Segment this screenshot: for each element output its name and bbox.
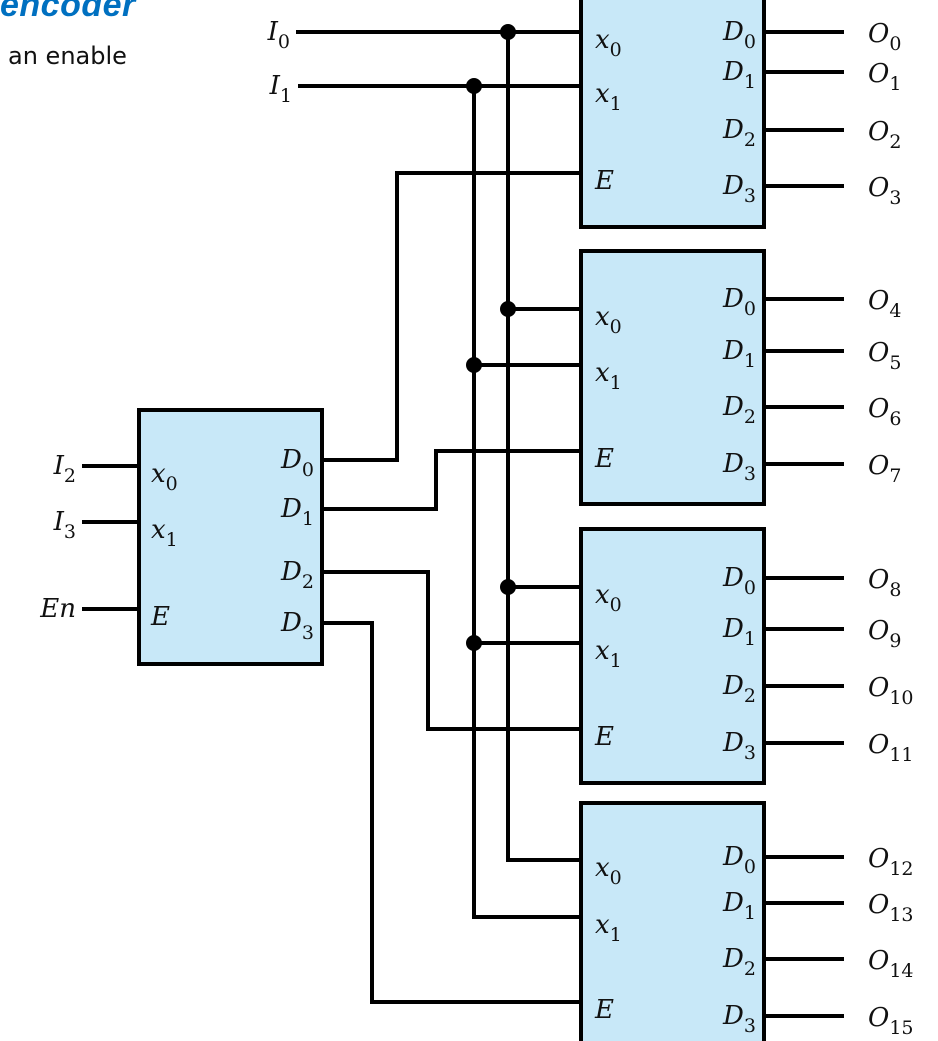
pin-label: x0 (595, 25, 622, 61)
pin-label: x0 (595, 302, 622, 338)
pin-label: x1 (595, 358, 622, 394)
pin-label: E (594, 166, 614, 196)
enable-wire-3 (320, 621, 583, 1004)
junction-dot (500, 301, 516, 317)
enable-wire-0 (320, 171, 583, 462)
junction-dot (466, 635, 482, 651)
output-label: O10 (868, 673, 914, 709)
output-label: O13 (868, 890, 914, 926)
output-label: O6 (868, 394, 901, 430)
pin-label: D3 (722, 449, 756, 485)
pin-label: D2 (722, 944, 756, 980)
pin-label: D2 (722, 671, 756, 707)
enable-wire-1 (320, 449, 583, 511)
pin-label: D1 (722, 614, 756, 650)
pin-label: E (594, 444, 614, 474)
output-label: O11 (868, 730, 914, 766)
input-label: I3 (53, 507, 76, 543)
junction-dot (500, 579, 516, 595)
output-label: O7 (868, 451, 901, 487)
pin-label: E (594, 995, 614, 1025)
pin-label: D0 (280, 445, 314, 481)
input-label: I0 (267, 17, 290, 53)
junction-dot (500, 24, 516, 40)
pin-label: E (150, 602, 170, 632)
pin-label: D0 (722, 842, 756, 878)
pin-label: D1 (722, 336, 756, 372)
input-label: En (39, 594, 76, 624)
output-label: O9 (868, 616, 901, 652)
pin-label: D2 (722, 115, 756, 151)
pin-label: D0 (722, 17, 756, 53)
pin-label: D1 (280, 494, 314, 530)
pin-label: x1 (595, 910, 622, 946)
decoder-block-1 (579, 249, 766, 506)
enable-decoder-block (137, 408, 324, 666)
pin-label: D3 (722, 1001, 756, 1037)
pin-label: E (594, 722, 614, 752)
output-label: O3 (868, 173, 901, 209)
decoder-block-2 (579, 527, 766, 785)
input-label: I2 (53, 451, 76, 487)
pin-label: D2 (280, 557, 314, 593)
output-label: O4 (868, 286, 901, 322)
pin-label: D0 (722, 563, 756, 599)
output-label: O5 (868, 338, 901, 374)
pin-label: x1 (595, 636, 622, 672)
pin-label: x0 (151, 459, 178, 495)
pin-label: D2 (722, 392, 756, 428)
slide-subtitle: an enable (8, 42, 127, 70)
bus-i0 (506, 30, 583, 862)
output-label: O15 (868, 1003, 914, 1039)
pin-label: D3 (280, 608, 314, 644)
pin-label: D3 (722, 171, 756, 207)
output-label: O12 (868, 844, 914, 880)
output-label: O0 (868, 19, 901, 55)
enable-wire-2 (320, 570, 583, 731)
slide-title: encoder (0, 0, 136, 24)
output-label: O1 (868, 59, 901, 95)
pin-label: x0 (595, 853, 622, 889)
pin-label: D1 (722, 888, 756, 924)
bus-i1 (472, 84, 583, 919)
pin-label: D0 (722, 284, 756, 320)
pin-label: x1 (595, 79, 622, 115)
decoder-block-0 (579, 0, 766, 229)
pin-label: D3 (722, 728, 756, 764)
junction-dot (466, 357, 482, 373)
decoder-block-3 (579, 801, 766, 1041)
output-label: O2 (868, 117, 901, 153)
pin-label: x0 (595, 580, 622, 616)
junction-dot (466, 78, 482, 94)
input-label: I1 (269, 71, 292, 107)
pin-label: x1 (151, 515, 178, 551)
output-label: O8 (868, 565, 901, 601)
junction-dots (466, 24, 516, 651)
decoder-blocks (137, 0, 766, 1041)
pin-label: D1 (722, 57, 756, 93)
output-label: O14 (868, 946, 914, 982)
wires (82, 30, 844, 1018)
